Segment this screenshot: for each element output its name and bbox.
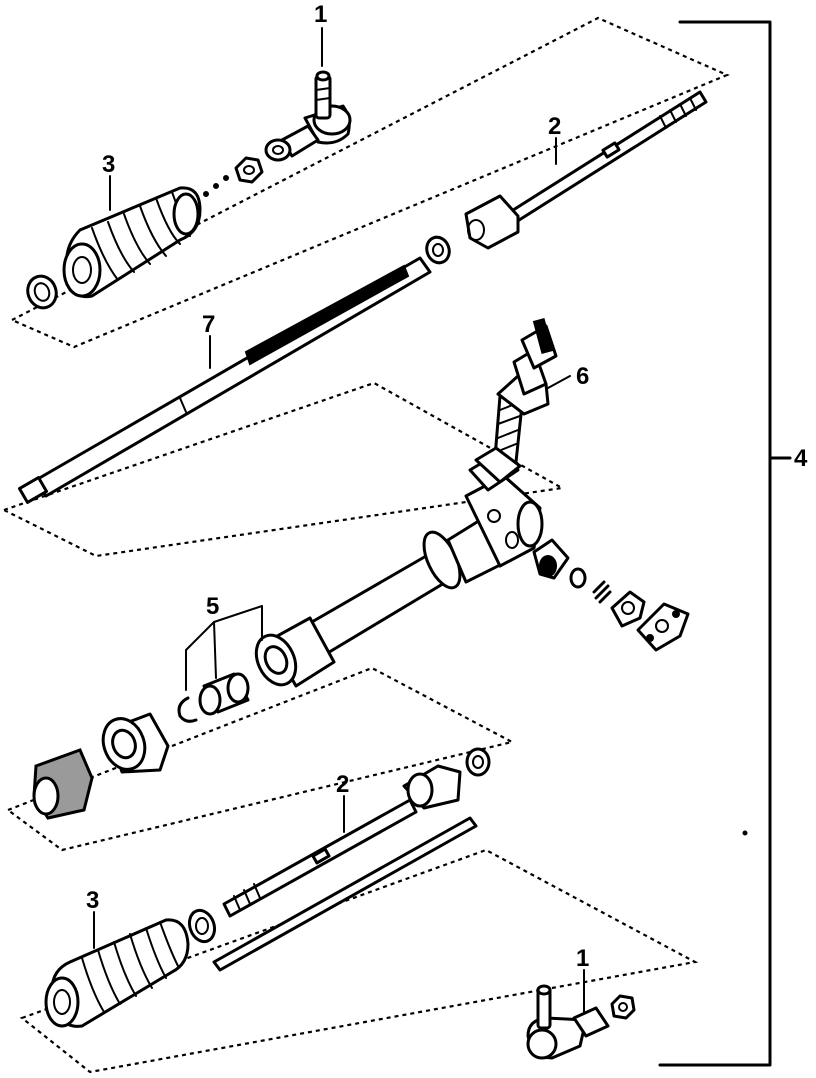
upper-group-outline [9, 16, 730, 349]
yoke-gasket [610, 590, 646, 628]
mount-bushing [32, 748, 94, 820]
callout-5: 5 [206, 593, 219, 620]
tie-rod-bar [212, 816, 478, 972]
callout-6: 6 [576, 363, 589, 390]
tie-rod-end-top [264, 70, 352, 162]
lock-washer-bottom [465, 747, 491, 777]
boot-clamp-bottom [187, 908, 217, 944]
callout-3-bottom: 3 [86, 887, 99, 914]
assembly-bracket [658, 20, 792, 1067]
inner-tie-rod-top [464, 90, 708, 250]
yoke-spring [592, 580, 612, 604]
callout-2-top: 2 [548, 113, 561, 140]
callout-3-top: 3 [102, 151, 115, 178]
callout-1-bottom: 1 [576, 945, 589, 972]
callout-2-bottom: 2 [336, 771, 349, 798]
mount-grommet [101, 712, 170, 774]
rack-bar [17, 256, 432, 504]
callout-7: 7 [202, 311, 215, 338]
yoke-o-ring [569, 567, 587, 589]
inner-tie-rod-bottom [222, 764, 462, 918]
tie-rod-end-bottom [526, 984, 610, 1060]
speck [742, 830, 748, 836]
rack-yoke [532, 538, 570, 580]
lock-washer-top [425, 235, 451, 265]
lower-group-outline [5, 666, 516, 852]
pinion-shaft [474, 318, 558, 484]
callout-1-top: 1 [314, 1, 327, 28]
rack-bushing [198, 672, 250, 716]
jam-nut-bottom [610, 994, 636, 1020]
callout-4: 4 [794, 445, 808, 472]
yoke-cover-plate [636, 602, 690, 652]
bellows-boot-top [62, 175, 229, 299]
bellows-boot-bottom [44, 918, 190, 1028]
jam-nut-top [234, 156, 264, 184]
rack-housing [254, 450, 544, 688]
snap-ring [177, 696, 198, 723]
leader-6 [547, 375, 571, 389]
bushing-leader [185, 605, 263, 691]
boot-clamp-top [26, 274, 58, 310]
